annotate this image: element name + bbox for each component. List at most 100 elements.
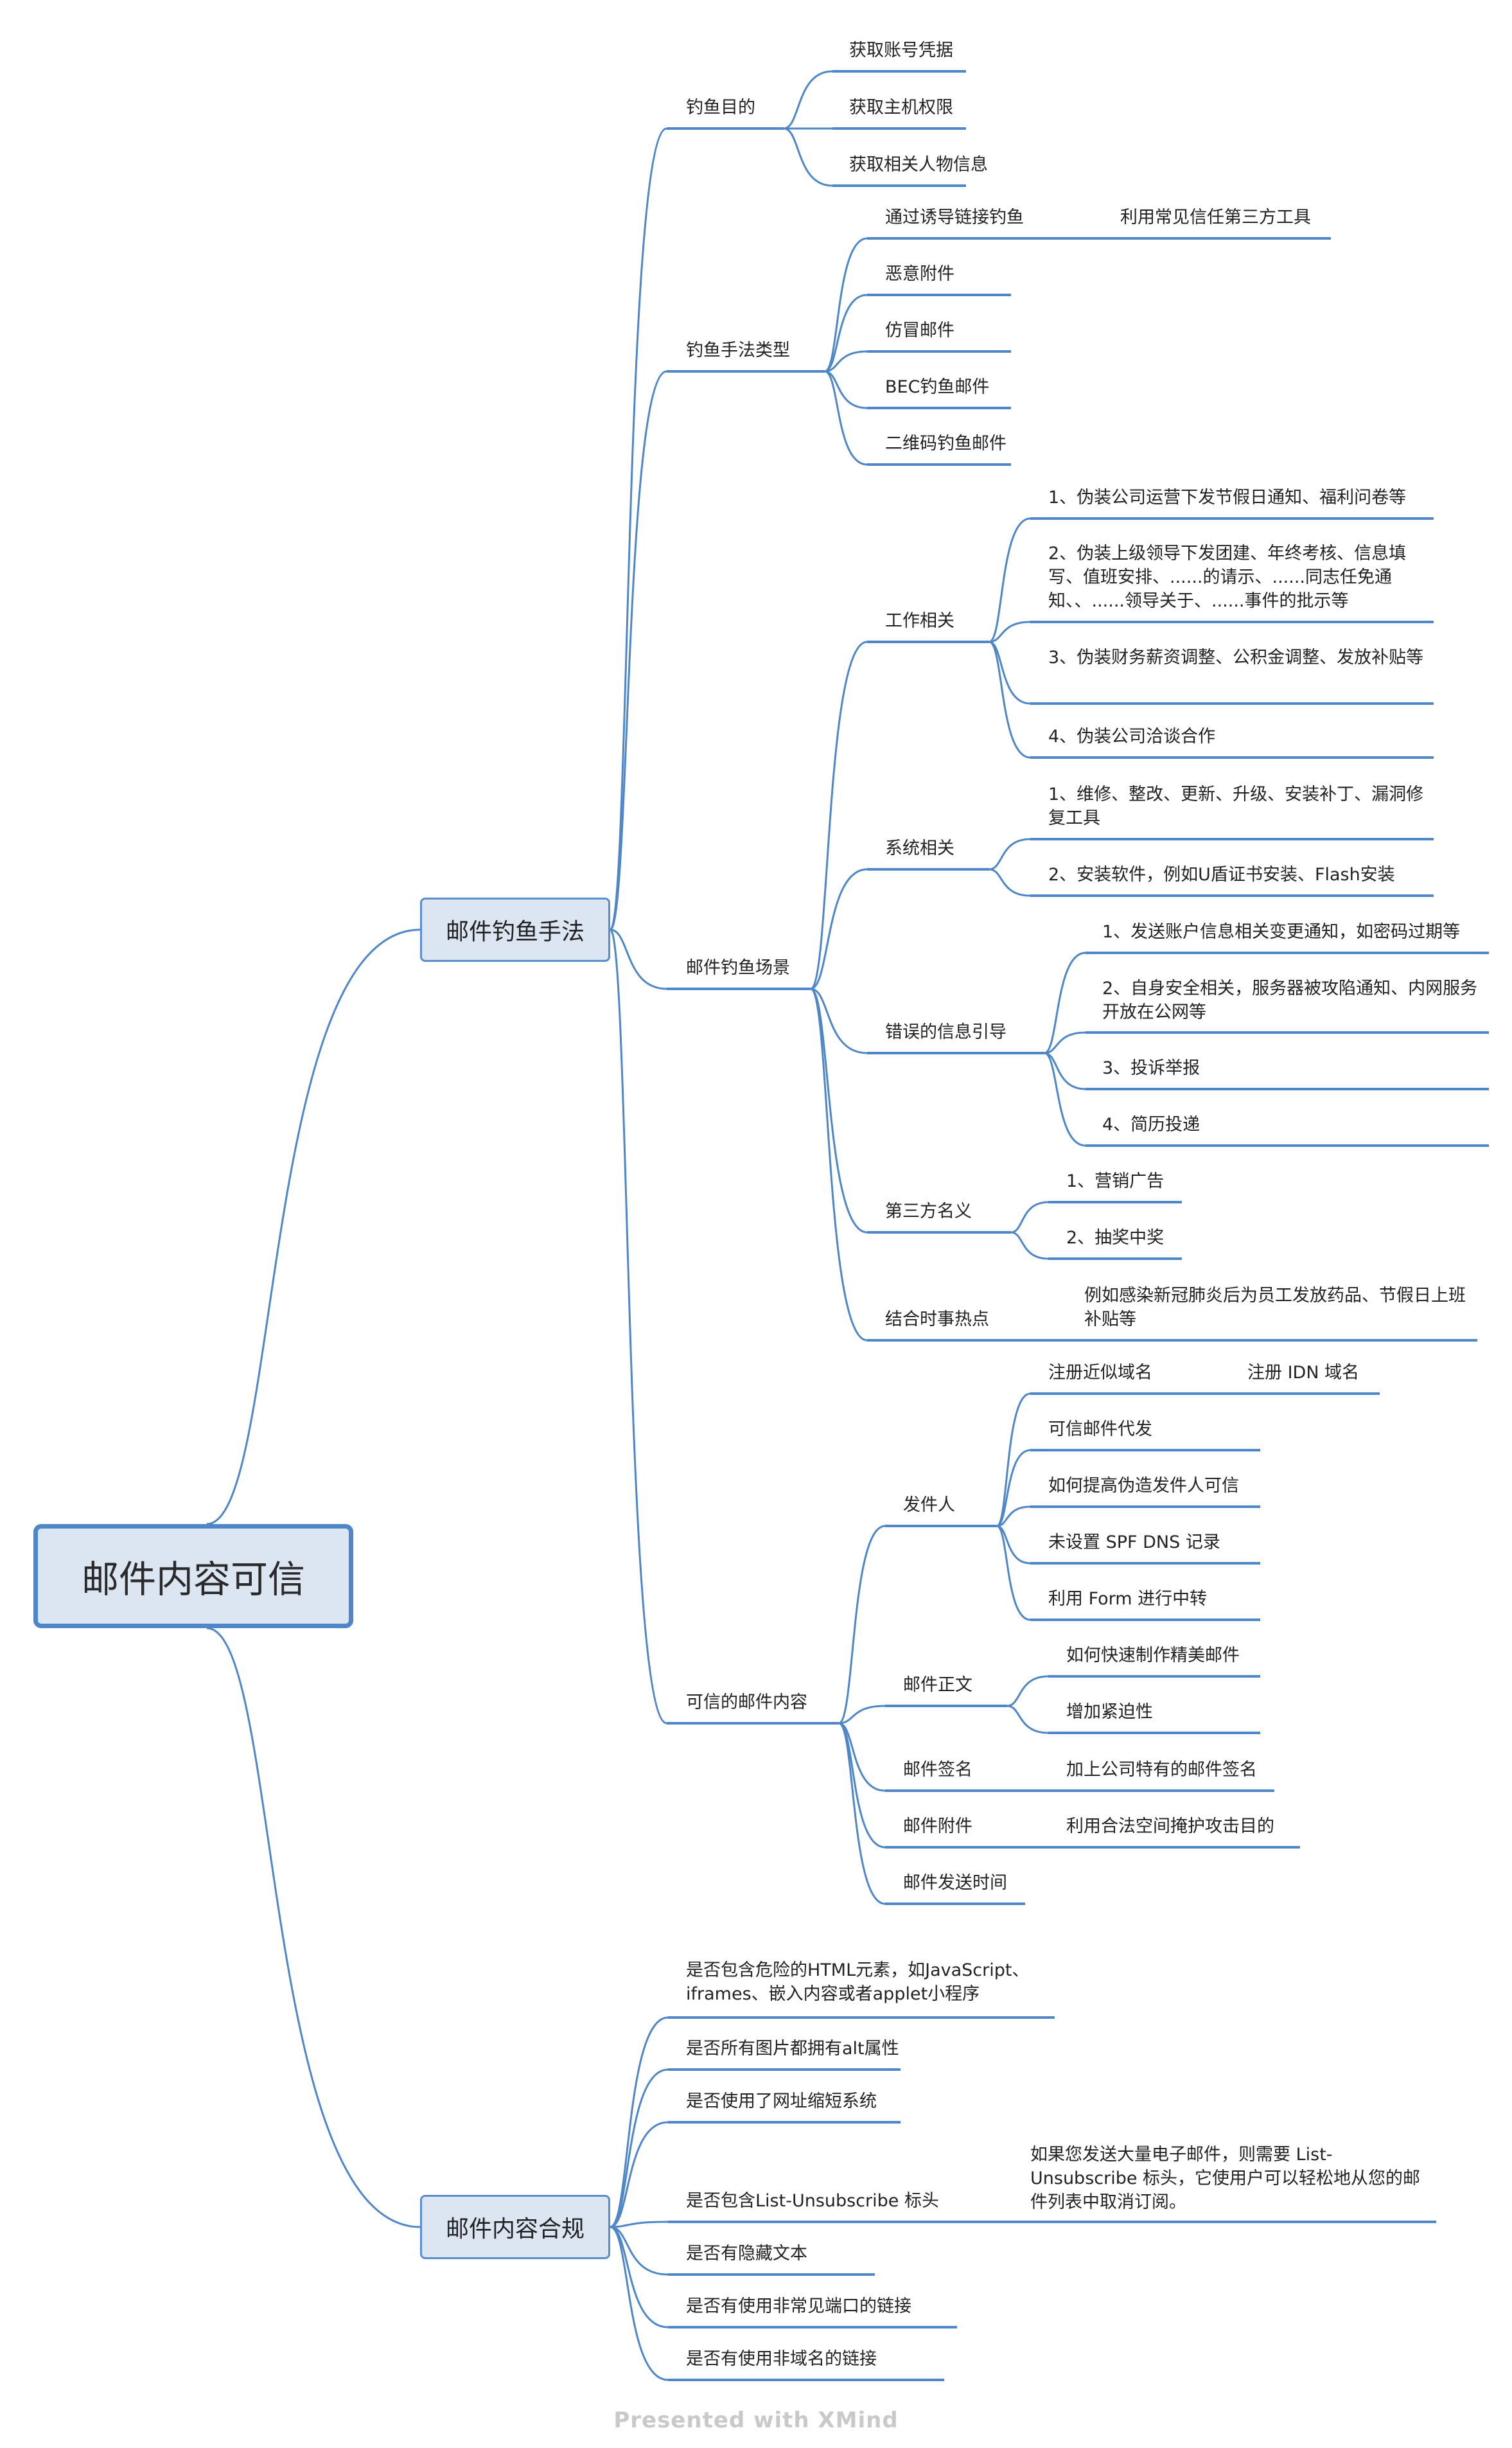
topic-sender-item[interactable]: 如何提高伪造发件人可信 — [1048, 1476, 1239, 1496]
topic-purpose-item[interactable]: 获取相关人物信息 — [849, 155, 988, 175]
topic-compliance-item[interactable]: 是否包含List-Unsubscribe 标头 — [686, 2191, 939, 2211]
topic-attachment[interactable]: 邮件附件 — [903, 1816, 972, 1836]
connector — [838, 1525, 886, 1725]
connector — [783, 70, 833, 130]
connector — [824, 350, 868, 373]
connector — [1010, 1201, 1049, 1234]
connector-root — [206, 1627, 421, 2228]
connector — [1044, 952, 1086, 1054]
topic-scenes[interactable]: 邮件钓鱼场景 — [686, 958, 790, 978]
topic-lure-link[interactable]: 通过诱导链接钓鱼 — [885, 208, 1024, 227]
topic-techniques[interactable]: 钓鱼手法类型 — [686, 341, 790, 360]
connector — [1010, 1231, 1049, 1260]
topic-body-item[interactable]: 增加紧迫性 — [1066, 1702, 1153, 1722]
topic-work[interactable]: 工作相关 — [885, 611, 954, 631]
topic-compliance-item[interactable]: 是否所有图片都拥有alt属性 — [686, 2039, 899, 2059]
topic-third-party[interactable]: 第三方名义 — [885, 1202, 972, 1221]
topic-unsubscribe-note[interactable]: 如果您发送大量电子邮件，则需要 List-Unsubscribe 标头，它使用户… — [1030, 2145, 1421, 2212]
topic-compliance-item[interactable]: 是否包含危险的HTML元素，如JavaScript、iframes、嵌入内容或者… — [686, 1960, 1030, 2004]
connector — [838, 1705, 886, 1725]
topic-purpose-item[interactable]: 获取主机权限 — [849, 98, 953, 118]
topic-third-item[interactable]: 1、营销广告 — [1066, 1171, 1165, 1191]
topic-third-item[interactable]: 2、抽奖中奖 — [1066, 1228, 1165, 1248]
topic-work-item[interactable]: 3、伪装财务薪资调整、公积金调整、发放补贴等 — [1048, 648, 1424, 668]
connector-branch — [609, 928, 667, 1725]
connector — [996, 1449, 1031, 1527]
connector-compliance — [610, 2068, 669, 2228]
connector — [989, 621, 1031, 643]
connector — [824, 370, 868, 409]
topic-sender[interactable]: 发件人 — [903, 1495, 955, 1515]
topic-technique-item[interactable]: 仿冒邮件 — [885, 321, 954, 341]
topic-idn-domain[interactable]: 注册 IDN 域名 — [1247, 1363, 1360, 1383]
connector — [810, 868, 868, 990]
topic-trusted-content[interactable]: 可信的邮件内容 — [686, 1692, 807, 1712]
topic-system[interactable]: 系统相关 — [885, 838, 954, 858]
connector-compliance — [610, 2016, 669, 2228]
topic-technique-item[interactable]: 二维码钓鱼邮件 — [885, 434, 1007, 454]
topic-compliance-item[interactable]: 是否有使用非域名的链接 — [686, 2349, 877, 2369]
connector — [810, 988, 868, 1054]
topic-sender-item[interactable]: 利用 Form 进行中转 — [1048, 1589, 1208, 1609]
connector — [838, 1722, 886, 1905]
topic-work-item[interactable]: 4、伪装公司洽谈合作 — [1048, 727, 1216, 747]
topic-compliance-item[interactable]: 是否有隐藏文本 — [686, 2244, 807, 2264]
topic-email-body[interactable]: 邮件正文 — [903, 1675, 972, 1695]
topic-hot-item[interactable]: 例如感染新冠肺炎后为员工发放药品、节假日上班补贴等 — [1084, 1286, 1466, 1329]
main-topic-compliance[interactable]: 邮件内容合规 — [420, 2195, 610, 2259]
connector — [824, 294, 868, 373]
topic-misinfo-item[interactable]: 1、发送账户信息相关变更通知，如密码过期等 — [1102, 922, 1461, 942]
topic-misinfo[interactable]: 错误的信息引导 — [885, 1022, 1007, 1042]
topic-sender-item[interactable]: 可信邮件代发 — [1048, 1419, 1152, 1439]
topic-send-time[interactable]: 邮件发送时间 — [903, 1873, 1007, 1893]
topic-technique-item[interactable]: 恶意附件 — [885, 264, 954, 284]
connector-compliance — [610, 2226, 669, 2381]
topic-misinfo-item[interactable]: 2、自身安全相关，服务器被攻陷通知、内网服务开放在公网等 — [1102, 979, 1478, 1022]
topic-body-item[interactable]: 如何快速制作精美邮件 — [1066, 1645, 1240, 1665]
connector — [810, 988, 868, 1234]
topic-work-item[interactable]: 2、伪装上级领导下发团建、年终考核、信息填写、值班安排、......的请示、..… — [1048, 544, 1407, 611]
connector-compliance — [610, 2226, 669, 2328]
connector — [810, 641, 868, 990]
connector-branch — [609, 127, 667, 931]
topic-attachment-item[interactable]: 利用合法空间掩护攻击目的 — [1066, 1816, 1274, 1836]
topic-purpose[interactable]: 钓鱼目的 — [686, 98, 755, 118]
connector — [824, 370, 868, 466]
connector-compliance — [610, 2226, 669, 2276]
topic-work-item[interactable]: 1、伪装公司运营下发节假日通知、福利问卷等 — [1048, 488, 1407, 508]
topic-misinfo-item[interactable]: 3、投诉举报 — [1102, 1058, 1200, 1078]
connector — [1044, 1052, 1086, 1090]
topic-lure-third-party[interactable]: 利用常见信任第三方工具 — [1120, 208, 1311, 227]
connector — [989, 868, 1031, 897]
root-topic[interactable]: 邮件内容可信 — [33, 1524, 353, 1628]
connector — [1007, 1675, 1049, 1707]
topic-system-item[interactable]: 1、维修、整改、更新、升级、安装补丁、漏洞修复工具 — [1048, 785, 1424, 828]
connector — [783, 127, 833, 187]
topic-signature-item[interactable]: 加上公司特有的邮件签名 — [1066, 1760, 1257, 1780]
connector-root — [206, 928, 421, 1525]
topic-system-item[interactable]: 2、安装软件，例如U盾证书安装、Flash安装 — [1048, 865, 1395, 885]
topic-similar-domain[interactable]: 注册近似域名 — [1048, 1363, 1152, 1383]
connector — [989, 838, 1031, 871]
connector — [1044, 1052, 1086, 1147]
topic-sender-item[interactable]: 未设置 SPF DNS 记录 — [1048, 1532, 1220, 1552]
footer-watermark: Presented with XMind — [613, 2408, 899, 2433]
topic-signature[interactable]: 邮件签名 — [903, 1760, 972, 1780]
main-topic-phishing[interactable]: 邮件钓鱼手法 — [420, 898, 610, 962]
connector — [824, 237, 868, 373]
topic-compliance-item[interactable]: 是否有使用非常见端口的链接 — [686, 2296, 911, 2316]
topic-compliance-item[interactable]: 是否使用了网址缩短系统 — [686, 2091, 877, 2111]
connector-compliance — [610, 2221, 669, 2228]
connector — [810, 988, 868, 1342]
connector — [838, 1722, 886, 1792]
connector — [989, 517, 1031, 643]
topic-purpose-item[interactable]: 获取账号凭据 — [849, 40, 953, 60]
topic-technique-item[interactable]: BEC钓鱼邮件 — [885, 377, 990, 397]
topic-hot-events[interactable]: 结合时事热点 — [885, 1309, 989, 1329]
topic-misinfo-item[interactable]: 4、简历投递 — [1102, 1115, 1200, 1135]
connector-compliance — [610, 2121, 669, 2228]
connector — [1044, 1031, 1086, 1054]
connector-branch — [609, 370, 667, 931]
